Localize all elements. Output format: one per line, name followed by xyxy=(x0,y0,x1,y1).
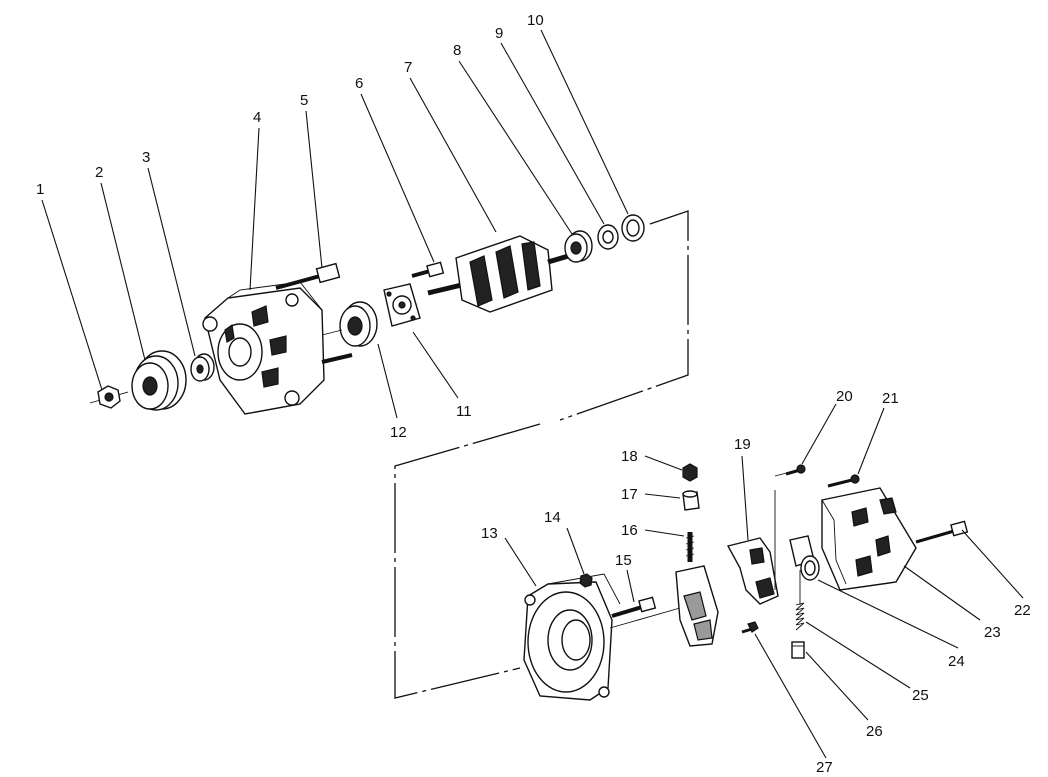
callout-24: 24 xyxy=(948,653,965,670)
section-boundary-lower xyxy=(394,423,541,699)
callout-6: 6 xyxy=(355,75,363,92)
callout-17: 17 xyxy=(621,486,638,503)
callout-2: 2 xyxy=(95,164,103,181)
part-pulley-nut xyxy=(89,385,129,409)
part-rectifier-bolt xyxy=(609,596,681,629)
callout-26: 26 xyxy=(866,723,883,740)
callout-16: 16 xyxy=(621,522,638,539)
callout-25: 25 xyxy=(912,687,929,704)
part-seal-ring xyxy=(621,214,645,242)
callout-1: 1 xyxy=(36,181,44,198)
part-regulator xyxy=(726,469,799,605)
callout-22: 22 xyxy=(1014,602,1031,619)
callout-11: 11 xyxy=(456,403,472,420)
callout-13: 13 xyxy=(481,525,498,542)
part-retainer-screw xyxy=(411,261,445,278)
part-rectifier-assembly xyxy=(675,565,719,647)
part-brush-spring xyxy=(795,570,805,631)
callout-21: 21 xyxy=(882,390,899,407)
part-terminal-insulator xyxy=(682,490,700,511)
part-drive-end-bearing xyxy=(321,301,378,347)
part-bearing-retainer-plate xyxy=(383,283,421,327)
callout-27: 27 xyxy=(816,759,833,776)
callout-4: 4 xyxy=(253,109,261,126)
callout-12: 12 xyxy=(390,424,407,441)
part-pulley xyxy=(131,350,187,411)
part-rotor xyxy=(427,235,573,313)
part-spacer xyxy=(190,353,215,382)
callout-20: 20 xyxy=(836,388,853,405)
leader-lines xyxy=(41,29,1024,759)
callout-15: 15 xyxy=(615,552,632,569)
part-bearing-cover xyxy=(597,224,619,250)
callout-14: 14 xyxy=(544,509,561,526)
callout-7: 7 xyxy=(404,59,412,76)
part-brush xyxy=(791,641,805,659)
part-brush-holder xyxy=(789,535,820,581)
callout-5: 5 xyxy=(300,92,308,109)
callout-10: 10 xyxy=(527,12,544,29)
part-cover-screw xyxy=(827,474,860,488)
part-regulator-screw xyxy=(785,464,806,476)
part-rear-cover-bolt xyxy=(915,520,969,544)
part-rectifier-end-frame xyxy=(523,573,621,701)
callout-23: 23 xyxy=(984,624,1001,641)
section-boundary-upper xyxy=(559,210,689,421)
callout-19: 19 xyxy=(734,436,751,453)
callout-3: 3 xyxy=(142,149,150,166)
part-through-bolt xyxy=(275,262,353,364)
part-frame-nut xyxy=(579,573,593,588)
callout-9: 9 xyxy=(495,25,503,42)
callout-labels: 1 2 3 4 5 6 7 8 9 10 11 12 13 14 15 16 1… xyxy=(36,12,1031,776)
callout-18: 18 xyxy=(621,448,638,465)
part-rectifier-end-bearing xyxy=(564,230,593,263)
part-terminal-bolt xyxy=(685,532,695,562)
part-small-screw xyxy=(741,621,759,634)
part-drive-end-frame xyxy=(202,281,325,415)
callout-8: 8 xyxy=(453,42,461,59)
part-terminal-nut xyxy=(682,463,698,482)
part-rear-cover xyxy=(821,487,917,591)
